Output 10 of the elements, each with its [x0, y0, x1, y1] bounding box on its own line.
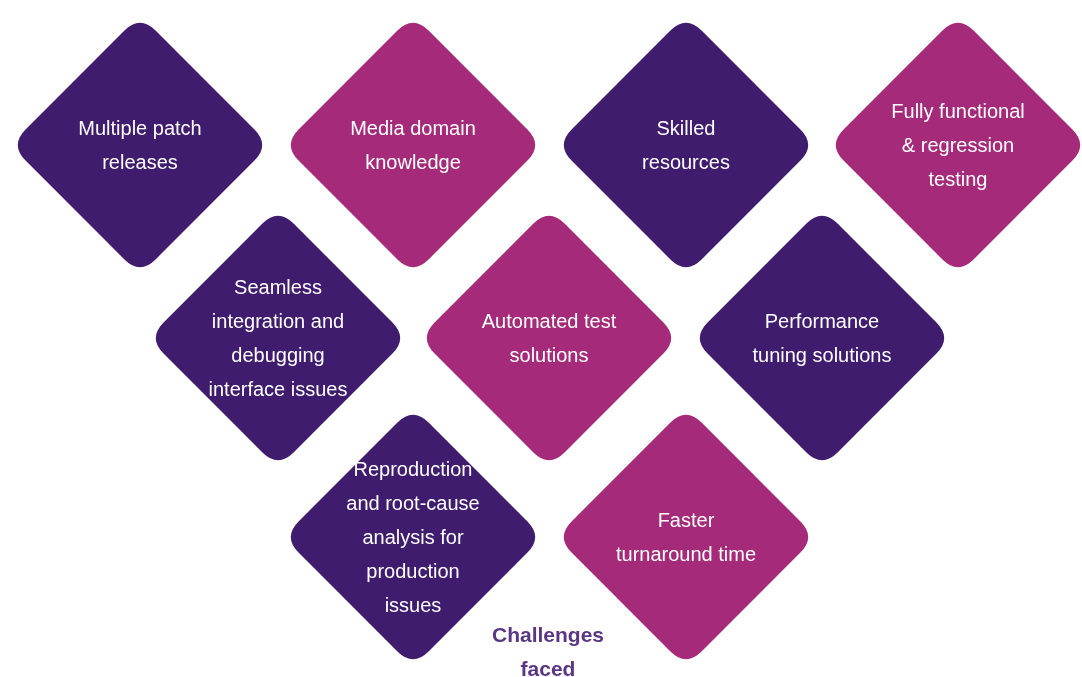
- caption-text: Challenges faced: [490, 622, 605, 677]
- diamond-label: Faster turnaround time: [614, 508, 758, 567]
- diamond-label: Reproduction and root-cause analysis for production issues: [345, 457, 481, 618]
- diamond-label: Skilled resources: [641, 116, 731, 175]
- diamond-label: Media domain knowledge: [349, 116, 477, 175]
- diamond-label: Performance tuning solutions: [751, 309, 893, 368]
- diamond-label: Seamless integration and debugging interface issues: [207, 275, 349, 402]
- diamond-label: Automated test solutions: [480, 309, 618, 368]
- diamond-label: Fully functional & regression testing: [890, 99, 1026, 192]
- diamond-label: Multiple patch releases: [77, 116, 203, 175]
